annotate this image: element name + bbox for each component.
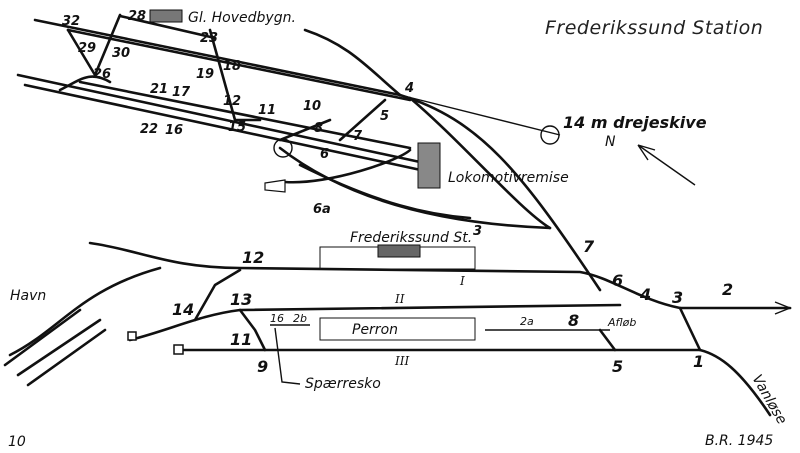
derail-label: Spærresko bbox=[305, 376, 381, 392]
switch-28: 28 bbox=[128, 9, 146, 24]
switch-6-yard: 6 bbox=[320, 147, 329, 162]
buffer-stop-2-icon bbox=[127, 331, 137, 341]
north-arrow bbox=[637, 144, 696, 186]
switch-17: 17 bbox=[172, 85, 191, 100]
yard-turntable-circle bbox=[273, 138, 293, 158]
switch-14: 14 bbox=[172, 300, 194, 319]
yard-track-5 bbox=[78, 80, 412, 150]
turntable-approach bbox=[408, 96, 552, 230]
turntable-circle bbox=[540, 125, 560, 145]
switch-7-yard: 7 bbox=[353, 129, 363, 144]
track-2-label: II bbox=[394, 292, 405, 306]
switch-18: 18 bbox=[223, 59, 241, 74]
north-label: N bbox=[605, 134, 616, 150]
yard-crossover-d bbox=[338, 98, 387, 142]
switch-15: 15 bbox=[228, 120, 246, 135]
main-station bbox=[3, 241, 792, 417]
buffer-stop-icon bbox=[264, 179, 286, 193]
main-building-label: Gl. Hovedbygn. bbox=[188, 10, 296, 26]
crossover-9 bbox=[238, 308, 267, 352]
yard-lead bbox=[398, 93, 602, 292]
direction-arrow bbox=[715, 301, 792, 315]
yard-track-2 bbox=[66, 28, 412, 102]
switch-11: 11 bbox=[230, 330, 252, 349]
crossover-1 bbox=[678, 306, 702, 352]
switch-8-yard: 8 bbox=[314, 121, 323, 136]
turntable-track bbox=[399, 94, 561, 136]
switch-10: 10 bbox=[303, 99, 321, 114]
switch-3-station: 3 bbox=[473, 224, 482, 239]
harbour-siding-3 bbox=[3, 308, 82, 367]
shed-lead-3 bbox=[283, 148, 412, 184]
switch-26: 26 bbox=[93, 67, 111, 82]
switch-4: 4 bbox=[639, 285, 651, 304]
switch-30: 30 bbox=[112, 46, 130, 61]
switch-29: 29 bbox=[78, 41, 96, 56]
signature: B.R. 1945 bbox=[705, 433, 773, 449]
switch-19: 19 bbox=[196, 67, 214, 82]
sidetrack-label: Afløb bbox=[607, 316, 636, 329]
switch-16: 16 bbox=[270, 312, 284, 325]
harbour-lead-2 bbox=[193, 268, 242, 322]
harbour-siding-1 bbox=[16, 318, 102, 377]
derail-pointer bbox=[274, 327, 301, 385]
switch-2: 2 bbox=[722, 280, 733, 299]
switch-9: 9 bbox=[257, 357, 268, 376]
switch-1: 1 bbox=[693, 352, 704, 371]
switch-13: 13 bbox=[230, 290, 252, 309]
switch-5: 5 bbox=[612, 357, 623, 376]
switch-4-yard: 4 bbox=[404, 81, 414, 96]
switch-32: 32 bbox=[62, 14, 80, 29]
turntable-label: 14 m drejeskive bbox=[563, 113, 707, 132]
platform-label: Perron bbox=[352, 322, 398, 338]
switch-16-yard: 16 bbox=[165, 123, 183, 138]
switch-7: 7 bbox=[583, 237, 595, 256]
switch-8: 8 bbox=[568, 311, 579, 330]
engine-shed-symbol bbox=[417, 142, 441, 189]
yard-crossover-e bbox=[278, 118, 332, 142]
main-building-symbol bbox=[149, 9, 183, 23]
main-track-1 bbox=[88, 241, 792, 310]
switch-23: 23 bbox=[200, 31, 218, 46]
upper-yard bbox=[16, 9, 696, 292]
station-building-label: Frederikssund St. bbox=[350, 230, 472, 246]
yard-track-4 bbox=[23, 83, 432, 174]
switch-3: 3 bbox=[672, 288, 683, 307]
platform-outline bbox=[319, 317, 476, 341]
diagram-title: Frederikssund Station bbox=[545, 17, 763, 39]
harbour-lead bbox=[8, 266, 162, 357]
yard-crossover-c bbox=[208, 28, 262, 122]
switch-11-yard: 11 bbox=[258, 103, 276, 118]
main-track-3 bbox=[178, 348, 772, 417]
engine-shed-label: Lokomotivremise bbox=[448, 170, 569, 186]
labels: Frederikssund Station Gl. Hovedbygn. 14 … bbox=[8, 9, 790, 450]
switch-21: 21 bbox=[150, 82, 168, 97]
switch-12-yard: 12 bbox=[223, 94, 241, 109]
station-building-symbol bbox=[377, 244, 421, 258]
switch-2b: 2b bbox=[293, 312, 307, 325]
page-number: 10 bbox=[8, 434, 26, 450]
main-track-2 bbox=[128, 303, 622, 342]
yard-track-6 bbox=[118, 14, 217, 40]
track-1-label: I bbox=[459, 274, 465, 288]
track-3-label: III bbox=[394, 354, 409, 368]
switch-6a: 6a bbox=[313, 202, 331, 217]
yard-crossover-b bbox=[58, 75, 112, 92]
harbour-siding-2 bbox=[26, 328, 107, 387]
switch-6: 6 bbox=[612, 271, 623, 290]
yard-crossover-a bbox=[66, 13, 122, 77]
upper-siding bbox=[303, 28, 402, 97]
buffer-stop-3-icon bbox=[173, 344, 184, 355]
yard-track-3 bbox=[16, 73, 422, 164]
switch-22: 22 bbox=[140, 122, 158, 137]
switch-2a: 2a bbox=[520, 315, 534, 328]
harbour-label: Havn bbox=[10, 288, 46, 304]
switch-12: 12 bbox=[242, 248, 264, 267]
crossover-5 bbox=[598, 328, 617, 352]
switch-5-yard: 5 bbox=[380, 109, 389, 124]
direction-label: Vanløse bbox=[749, 372, 790, 427]
